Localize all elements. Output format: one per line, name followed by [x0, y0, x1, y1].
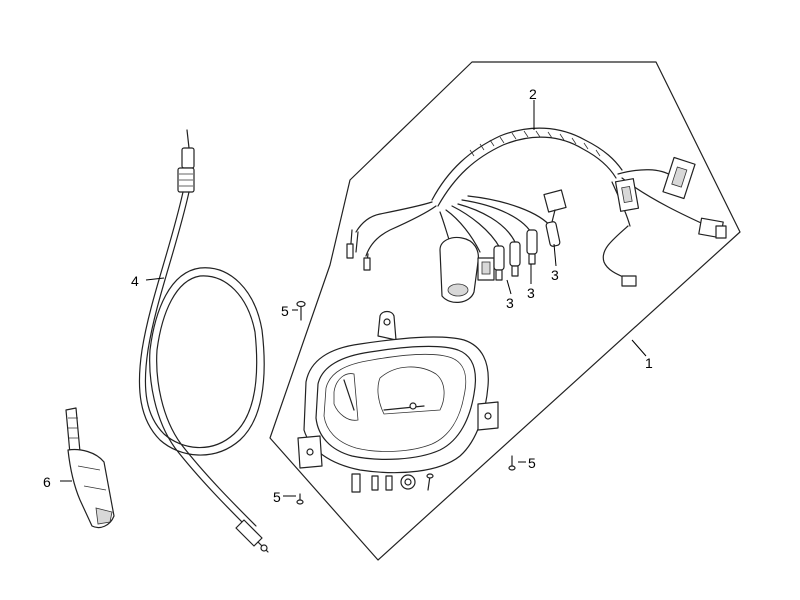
callout-1: 1 — [645, 355, 653, 371]
callout-4: 4 — [131, 273, 139, 289]
wiring-harness[interactable] — [346, 127, 727, 303]
callout-3: 3 — [506, 295, 514, 311]
speedometer-cable[interactable] — [138, 129, 269, 553]
callout-3: 3 — [527, 285, 535, 301]
callout-5: 5 — [273, 489, 281, 505]
bulb-socket[interactable] — [526, 229, 538, 265]
cable-clamp[interactable] — [65, 407, 115, 529]
screw[interactable] — [296, 300, 306, 321]
callout-6: 6 — [43, 474, 51, 490]
screw[interactable] — [426, 473, 434, 491]
callout-5: 5 — [281, 303, 289, 319]
bulb-socket[interactable] — [545, 221, 561, 247]
callout-5: 5 — [528, 455, 536, 471]
callout-2: 2 — [529, 86, 537, 102]
assembly-boundary — [269, 61, 741, 561]
callout-3: 3 — [551, 267, 559, 283]
bulb-socket[interactable] — [509, 241, 521, 277]
meter-assembly[interactable] — [297, 310, 499, 493]
screw[interactable] — [296, 493, 304, 505]
screw[interactable] — [508, 455, 516, 471]
bulb-socket[interactable] — [493, 245, 505, 281]
